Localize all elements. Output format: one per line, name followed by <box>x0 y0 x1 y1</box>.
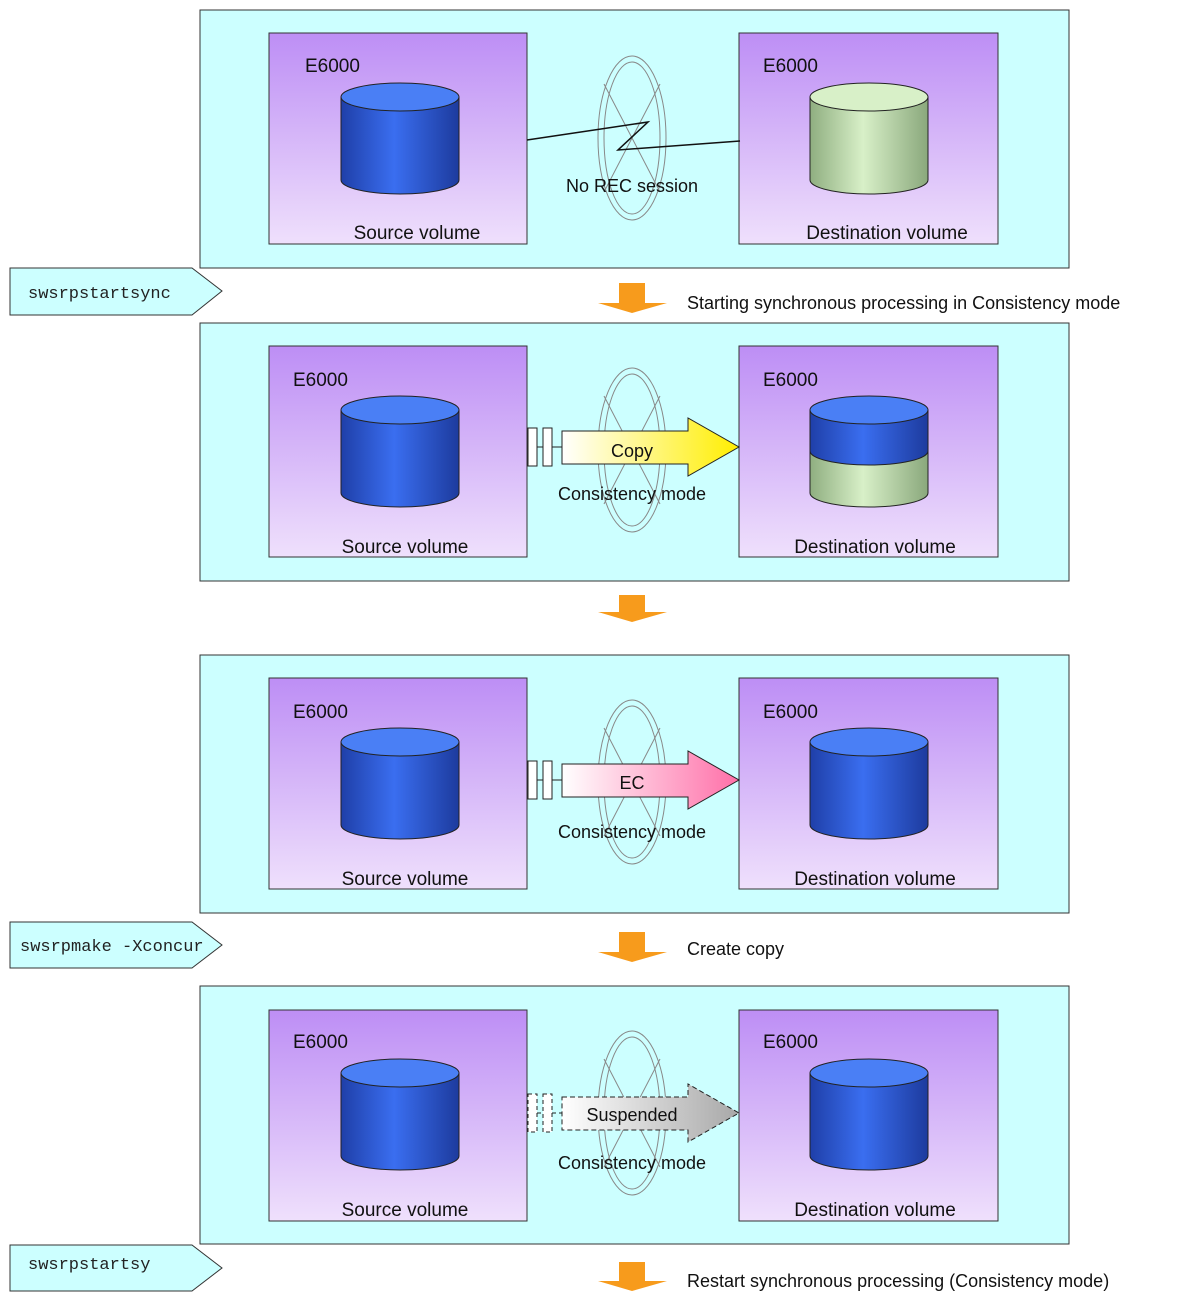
destination-volume-caption: Destination volume <box>806 223 968 244</box>
destination-storage-label: E6000 <box>763 370 818 391</box>
source-volume-caption: Source volume <box>342 1200 469 1221</box>
command-tag-2: swsrpmake -Xconcur <box>9 921 223 969</box>
mode-label: Consistency mode <box>558 822 706 842</box>
suspended-arrow-label: Suspended <box>586 1105 677 1125</box>
destination-storage-label: E6000 <box>763 1032 818 1053</box>
mode-label: Consistency mode <box>558 484 706 504</box>
source-volume-icon <box>340 395 460 508</box>
command-tag-3: swsrpstartsy <box>9 1244 223 1292</box>
ec-connector-icon <box>527 760 562 800</box>
copy-arrow <box>561 417 741 477</box>
suspended-arrow <box>561 1083 741 1143</box>
ec-arrow-label: EC <box>619 773 644 793</box>
destination-volume-caption: Destination volume <box>794 537 956 558</box>
command-tag-1: swsrpstartsync <box>9 267 223 316</box>
step-label: Starting synchronous processing in Consi… <box>687 293 1120 313</box>
step-arrow-2 <box>598 595 667 622</box>
step-label: Restart synchronous processing (Consiste… <box>687 1271 1109 1291</box>
broken-link-line <box>526 120 741 151</box>
source-volume-caption: Source volume <box>354 223 481 244</box>
panel-4: E6000 E6000 Suspended Consistency mode S… <box>199 985 1070 1245</box>
source-volume-caption: Source volume <box>342 537 469 558</box>
destination-volume-icon <box>809 1058 929 1171</box>
step-label: Create copy <box>687 939 784 959</box>
step-arrow-1: Starting synchronous processing in Consi… <box>598 283 1120 313</box>
destination-volume-caption: Destination volume <box>794 869 956 890</box>
network-icon <box>597 55 667 221</box>
source-volume-icon <box>340 1058 460 1171</box>
destination-volume-partial-icon <box>809 395 929 508</box>
command-label: swsrpstartsync <box>28 285 171 304</box>
panel-2: E6000 E6000 Copy Consistency mode Source… <box>199 322 1070 582</box>
destination-storage-label: E6000 <box>763 56 818 77</box>
suspended-connector-icon <box>527 1093 562 1133</box>
destination-volume-icon <box>809 727 929 840</box>
destination-storage-label: E6000 <box>763 702 818 723</box>
source-storage-label: E6000 <box>305 56 360 77</box>
source-storage-label: E6000 <box>293 702 348 723</box>
copy-connector-icon <box>527 427 562 467</box>
panel-1: E6000 E6000 No REC session Source volume… <box>199 9 1070 269</box>
source-storage-label: E6000 <box>293 1032 348 1053</box>
source-storage-label: E6000 <box>293 370 348 391</box>
command-label: swsrpmake -Xconcur <box>20 938 204 957</box>
link-status-label: No REC session <box>566 176 698 196</box>
panel-3: E6000 E6000 EC Consistency mode Source v… <box>199 654 1070 914</box>
source-volume-icon <box>340 727 460 840</box>
mode-label: Consistency mode <box>558 1153 706 1173</box>
copy-arrow-label: Copy <box>611 441 653 461</box>
source-volume-caption: Source volume <box>342 869 469 890</box>
destination-volume-icon <box>809 82 929 195</box>
ec-arrow <box>561 750 741 810</box>
command-label: swsrpstartsy <box>28 1256 150 1275</box>
destination-volume-caption: Destination volume <box>794 1200 956 1221</box>
step-arrow-3: Create copy <box>598 932 784 962</box>
step-arrow-4: Restart synchronous processing (Consiste… <box>598 1262 1109 1291</box>
source-volume-icon <box>340 82 460 195</box>
